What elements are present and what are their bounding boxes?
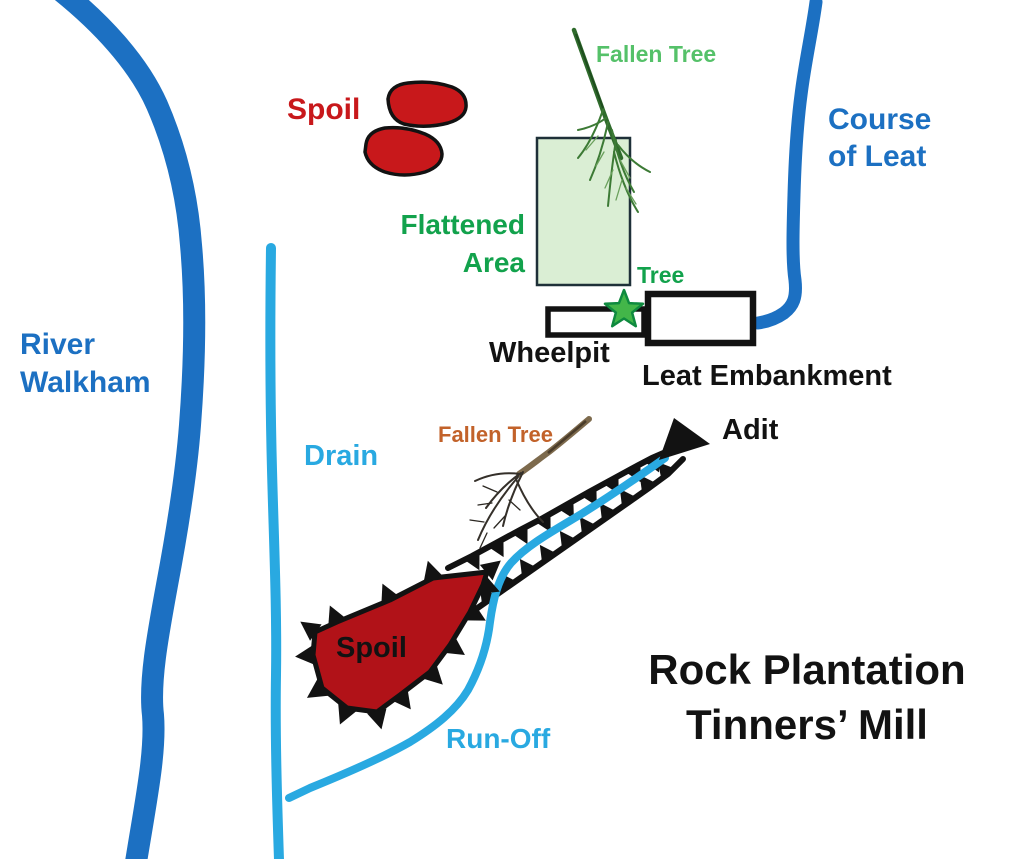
flattened-area-shape [535, 136, 632, 287]
spoil-top-shapes [363, 80, 468, 177]
spoil-top-label: Spoil [287, 93, 361, 126]
map-title-line2: Tinners’ Mill [686, 701, 928, 748]
leat-embankment-shape [644, 290, 757, 347]
course-of-leat-label-line2: of Leat [828, 140, 927, 173]
wheelpit-label: Wheelpit [489, 337, 610, 369]
flattened-area-label-line1: Flattened [400, 209, 525, 240]
flattened-area-label: Flattened Area [365, 206, 525, 282]
fallen-tree-top-label: Fallen Tree [596, 41, 717, 67]
flattened-area-label-line2: Area [462, 247, 525, 278]
river-walkham-line [54, 0, 206, 859]
course-of-leat-line [751, 0, 823, 330]
fallen-tree-top-graphic [571, 27, 651, 213]
course-of-leat-label-line1: Course [828, 103, 932, 136]
river-walkham-label-line1: River [20, 328, 96, 361]
course-of-leat-label: Course of Leat [828, 101, 931, 175]
fallen-tree-bottom-graphic [469, 416, 592, 549]
leat-embankment-label: Leat Embankment [642, 360, 892, 392]
drain-line [265, 243, 284, 859]
adit-triangle [659, 418, 710, 460]
channel-lower-line [452, 456, 686, 626]
adit-label: Adit [722, 414, 779, 446]
fallen-tree-bottom-label: Fallen Tree [438, 422, 553, 447]
tree-label: Tree [637, 262, 685, 288]
spoil-bottom-shape [313, 572, 487, 712]
run-off-label: Run-Off [446, 723, 551, 754]
drain-label: Drain [304, 440, 379, 472]
river-walkham-label-line2: Walkham [20, 366, 151, 399]
map-title-line1: Rock Plantation [648, 646, 966, 693]
spoil-bottom-label: Spoil [336, 632, 407, 664]
river-walkham-label: River Walkham [20, 326, 151, 402]
map-title: Rock Plantation Tinners’ Mill [598, 642, 1016, 752]
tree-star [603, 288, 645, 328]
